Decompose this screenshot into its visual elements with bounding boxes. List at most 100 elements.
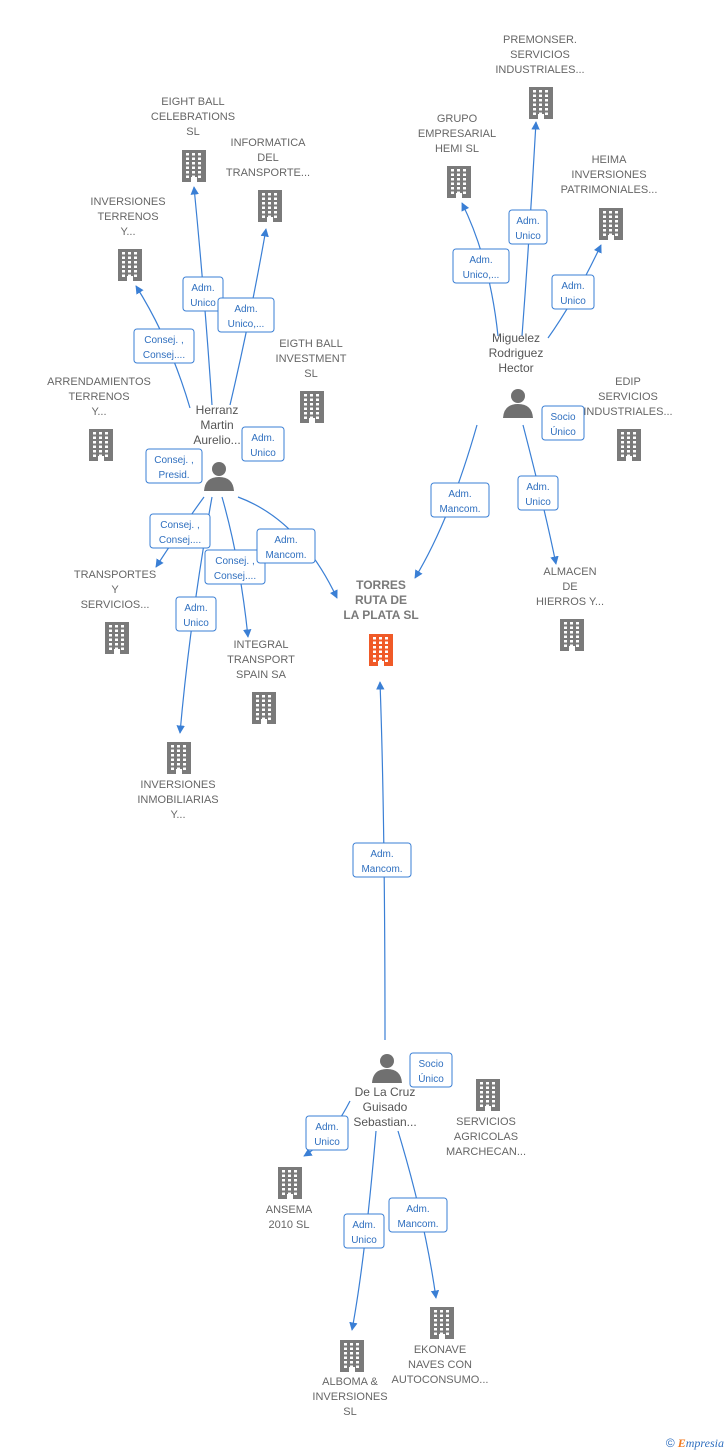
building-icon-informatica[interactable] <box>258 190 282 222</box>
building-icon-almacen[interactable] <box>560 619 584 651</box>
label-line: MARCHECAN... <box>446 1146 526 1158</box>
building-icon-grupo[interactable] <box>447 166 471 198</box>
building-window <box>128 274 131 277</box>
relation-label-herranz-eightball[interactable]: Adm.Unico <box>182 276 224 312</box>
building-window <box>134 265 137 268</box>
building-icon-alboma[interactable] <box>340 1340 364 1372</box>
building-door <box>98 456 104 461</box>
building-icon-eightball[interactable] <box>182 150 206 182</box>
label-line: TERRENOS <box>97 211 158 223</box>
relation-label-delacruz-alboma[interactable]: Adm.Unico <box>343 1213 385 1249</box>
building-window <box>385 659 388 662</box>
building-window <box>304 412 307 415</box>
label-line: HEMI SL <box>435 143 479 155</box>
relation-label-line: Adm. <box>352 1220 375 1231</box>
building-window <box>576 622 579 625</box>
relation-label-delacruz-ekonave[interactable]: Adm.Mancom. <box>388 1197 448 1233</box>
brand-footer[interactable]: ©Empresia <box>666 1436 724 1451</box>
building-window <box>480 1100 483 1103</box>
person-icon-herranz[interactable] <box>204 462 234 491</box>
building-window <box>105 436 108 439</box>
label-line: ARRENDAMIENTOS <box>47 376 151 388</box>
building-window <box>268 708 271 711</box>
building-icon-servagricolas[interactable] <box>476 1079 500 1111</box>
building-window <box>171 758 174 761</box>
building-window <box>539 90 542 93</box>
building-window <box>463 169 466 172</box>
relation-label-miguelez-almacen[interactable]: Adm.Unico <box>517 475 559 511</box>
relation-label-line: Unico <box>190 298 216 309</box>
relation-label-miguelez-main[interactable]: Adm.Mancom. <box>430 482 490 518</box>
building-window <box>171 767 174 770</box>
label-line: Guisado <box>363 1100 408 1114</box>
relation-label-line: Consej.... <box>214 571 256 582</box>
relation-label-herranz-main[interactable]: Adm.Mancom. <box>256 528 316 564</box>
relation-label-herranz-integral[interactable]: Consej. ,Consej.... <box>204 549 266 585</box>
main-company-building-icon[interactable] <box>369 634 393 666</box>
building-icon-ansema[interactable] <box>278 1167 302 1199</box>
building-window <box>486 1095 489 1098</box>
building-window <box>603 211 606 214</box>
building-window <box>115 634 118 637</box>
relation-label-herranz-informatica[interactable]: Adm.Unico,... <box>217 297 275 333</box>
building-window <box>198 175 201 178</box>
building-door <box>569 646 575 651</box>
person-icon-miguelez[interactable] <box>503 389 533 418</box>
building-window <box>122 252 125 255</box>
relation-label-herranz-invterrenos[interactable]: Consej. ,Consej.... <box>133 328 195 364</box>
building-window <box>262 206 265 209</box>
building-icon-invterrenos[interactable] <box>118 249 142 281</box>
building-window <box>373 646 376 649</box>
building-icon-arrendamientos[interactable] <box>89 429 113 461</box>
building-window <box>288 1192 291 1195</box>
relation-label-miguelez-grupo[interactable]: Adm.Unico,... <box>452 248 510 284</box>
relation-label-box <box>541 405 585 441</box>
building-icon-edip[interactable] <box>617 429 641 461</box>
relation-label-herranz-invinmob[interactable]: Adm.Unico <box>175 596 217 632</box>
building-icon-premonser[interactable] <box>529 87 553 119</box>
relation-label-delacruz-main[interactable]: Adm.Mancom. <box>352 842 412 878</box>
relation-label-box <box>551 274 595 310</box>
building-window <box>463 191 466 194</box>
label-line: Aurelio... <box>193 433 240 447</box>
building-icon-heima[interactable] <box>599 208 623 240</box>
relation-label-herranz-transportes[interactable]: Consej. ,Consej.... <box>149 513 211 549</box>
building-icon-transportes[interactable] <box>105 622 129 654</box>
building-window <box>627 445 630 448</box>
building-icon-ekonave[interactable] <box>430 1307 454 1339</box>
building-icon-eigthball[interactable] <box>300 391 324 423</box>
building-window <box>122 270 125 273</box>
building-window <box>256 717 259 720</box>
relation-label-herranz-eigthball[interactable]: Adm.Unico <box>241 426 285 462</box>
relation-label-line: Adm. <box>274 535 297 546</box>
building-window <box>288 1179 291 1182</box>
relation-label-line: Consej.... <box>143 350 185 361</box>
building-window <box>480 1086 483 1089</box>
relation-label-miguelez-heima[interactable]: Adm.Unico <box>551 274 595 310</box>
building-icon-invinmob[interactable] <box>167 742 191 774</box>
building-window <box>350 1352 353 1355</box>
building-window <box>344 1356 347 1359</box>
person-icon-delacruz[interactable] <box>372 1054 402 1083</box>
relation-label-delacruz-ansema[interactable]: Adm.Unico <box>305 1115 349 1151</box>
building-icon-integral[interactable] <box>252 692 276 724</box>
relation-label-herranz-arrendamientos[interactable]: Consej. ,Presid. <box>145 448 203 484</box>
building-window <box>486 1104 489 1107</box>
copyright-symbol: © <box>665 1436 675 1450</box>
relation-label-line: Unico,... <box>463 270 500 281</box>
building-window <box>128 252 131 255</box>
building-window <box>356 1352 359 1355</box>
label-line: EIGTH BALL <box>279 338 343 350</box>
label-line: Y <box>111 584 119 596</box>
relation-label-miguelez-premonser[interactable]: Adm.Unico <box>508 209 548 245</box>
building-window <box>451 178 454 181</box>
label-line: ALBOMA & <box>322 1376 378 1388</box>
building-window <box>564 640 567 643</box>
building-window <box>256 695 259 698</box>
